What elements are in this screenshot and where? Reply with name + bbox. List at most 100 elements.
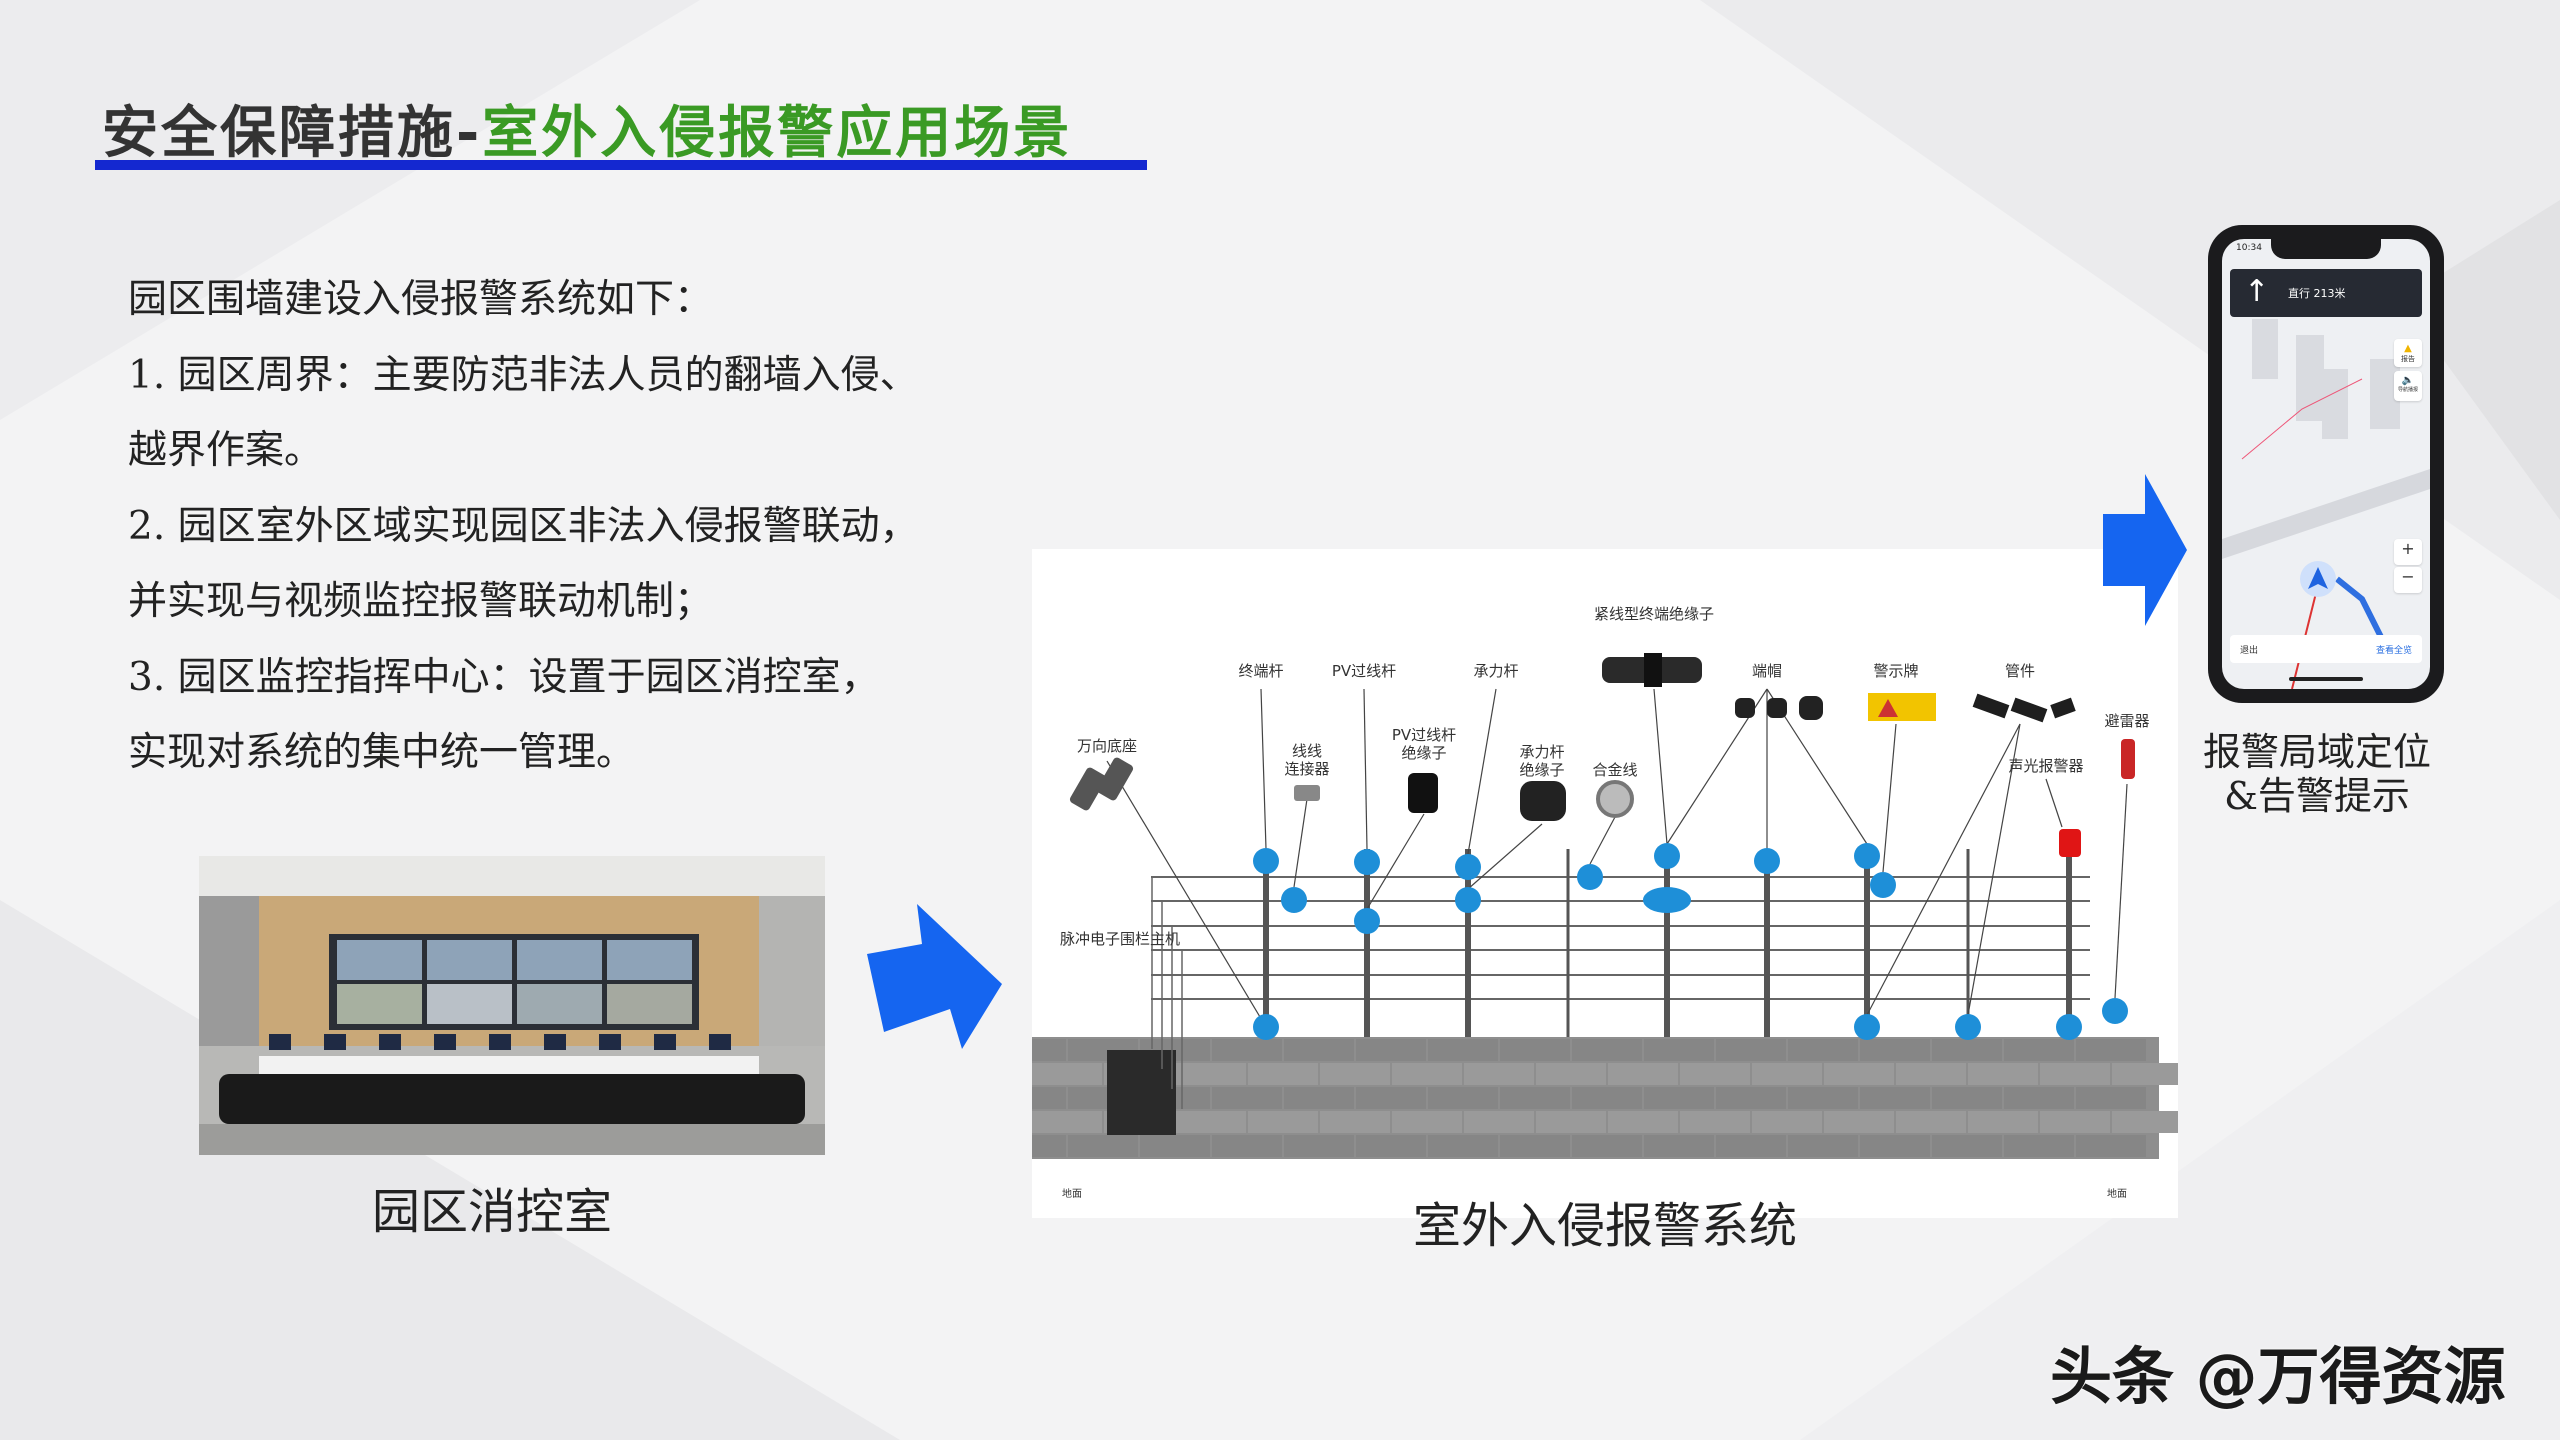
navigation-banner: ↑ 直行 213米	[2230, 269, 2422, 317]
label-fitting: 管件	[2005, 662, 2035, 680]
label-wire-connector: 连接器	[1284, 760, 1329, 778]
wall-brick	[1788, 1135, 1858, 1157]
phone-mockup: 10:34 ↑ 直行 213米 ▲报告 🔈导航播报 + − 退出 查看全览	[2208, 225, 2444, 703]
label-bearing-pole: 承力杆	[1473, 662, 1518, 680]
label-host: 脉冲电子围栏主机	[1060, 930, 1180, 948]
label-wire-connector: 线线	[1292, 742, 1322, 760]
status-time: 10:34	[2236, 243, 2262, 253]
highlight-node	[2056, 1014, 2082, 1040]
label-terminal-pole: 终端杆	[1238, 662, 1283, 680]
wall-brick	[1464, 1111, 1534, 1133]
label-lightning-arrester: 避雷器	[2104, 712, 2149, 730]
wall-brick	[1824, 1111, 1894, 1133]
highlight-node	[1870, 872, 1896, 898]
label-bearing-insulator: 绝缘子	[1519, 761, 1564, 779]
sound-button[interactable]: 🔈导航播报	[2394, 371, 2422, 401]
wall-brick	[1572, 1039, 1642, 1061]
label-tension-insulator: 紧线型终端绝缘子	[1594, 605, 1714, 623]
wall-brick	[1860, 1135, 1930, 1157]
label-ground-right: 地面	[2107, 1187, 2127, 1200]
leader-line	[1866, 723, 2021, 1016]
wall-brick	[2040, 1111, 2110, 1133]
phone-notch	[2271, 239, 2381, 259]
wall-brick	[1860, 1087, 1930, 1109]
wall-brick	[2004, 1135, 2074, 1157]
wall-brick	[1284, 1087, 1354, 1109]
wall-brick	[1644, 1039, 1714, 1061]
wall-brick	[1176, 1111, 1246, 1133]
highlight-node	[1253, 1014, 1279, 1040]
wall-brick	[1896, 1063, 1966, 1085]
intrusion-alarm-diagram: 紧线型终端绝缘子 终端杆 PV过线杆 承力杆 端帽 警示牌 管件 避雷器 万向底…	[996, 549, 2182, 1218]
leader-line	[1106, 760, 1267, 1028]
wall-brick	[1212, 1087, 1282, 1109]
zoom-out-button[interactable]: −	[2394, 567, 2422, 593]
leader-line	[1363, 688, 1368, 850]
body-line: 并实现与视频监控报警联动机制；	[128, 579, 714, 624]
wall-brick	[1788, 1039, 1858, 1061]
component-images	[1069, 653, 2135, 857]
wall-brick	[1428, 1135, 1498, 1157]
phone-caption: 报警局域定位 &告警提示	[2202, 730, 2432, 818]
wall-brick	[996, 1039, 1066, 1061]
exit-button[interactable]: 退出	[2240, 646, 2259, 656]
label-universal-base: 万向底座	[1077, 737, 1137, 755]
wall-brick	[1752, 1063, 1822, 1085]
wall-brick	[1140, 1135, 1210, 1157]
wall-brick	[1032, 1111, 1102, 1133]
body-line: 园区围墙建设入侵报警系统如下：	[128, 277, 714, 322]
wall-brick	[1968, 1111, 2038, 1133]
label-ground-left: 地面	[1062, 1187, 1082, 1200]
highlight-node	[1577, 864, 1603, 890]
wall-brick	[1356, 1135, 1426, 1157]
wall-brick	[2076, 1135, 2146, 1157]
arrow-up-icon: ↑	[2244, 274, 2270, 309]
wall-brick	[1176, 1063, 1246, 1085]
bottom-bar: 退出 查看全览	[2230, 635, 2422, 663]
body-line: 3. 园区监控指挥中心：设置于园区消控室，	[128, 654, 880, 700]
label-pv-insulator: 绝缘子	[1401, 744, 1446, 762]
report-button[interactable]: ▲报告	[2394, 339, 2422, 367]
leader-line	[1467, 823, 1543, 890]
wall-brick	[1608, 1063, 1678, 1085]
diagram-caption: 室外入侵报警系统	[1412, 1198, 1798, 1254]
wall-brick	[996, 1135, 1066, 1157]
leader-line	[2114, 783, 2128, 999]
title-underline	[95, 160, 1147, 170]
wall-brick	[1572, 1135, 1642, 1157]
wall-brick	[1788, 1087, 1858, 1109]
highlight-node	[1654, 843, 1680, 869]
overview-button[interactable]: 查看全览	[2375, 646, 2412, 656]
wall-brick	[1932, 1135, 2002, 1157]
wall-brick	[1500, 1087, 1570, 1109]
wall-brick	[1716, 1039, 1786, 1061]
leader-line	[1967, 723, 2021, 1016]
body-line: 实现对系统的集中统一管理。	[128, 730, 636, 775]
control-room-photo	[199, 856, 825, 1155]
wall-brick	[1068, 1135, 1138, 1157]
wall-brick	[1896, 1111, 1966, 1133]
leader-line	[1293, 798, 1308, 888]
highlight-node	[1854, 1014, 1880, 1040]
highlight-node	[1643, 887, 1691, 913]
control-room-caption: 园区消控室	[371, 1184, 613, 1240]
phone-screen: 10:34 ↑ 直行 213米 ▲报告 🔈导航播报 + − 退出 查看全览	[2222, 239, 2430, 689]
highlight-node	[1455, 854, 1481, 880]
wall-brick	[1680, 1063, 1750, 1085]
label-warning-sign: 警示牌	[1873, 662, 1918, 680]
label-pv-pole: PV过线杆	[1332, 662, 1396, 680]
wall-brick	[1680, 1111, 1750, 1133]
wall-brick	[1428, 1087, 1498, 1109]
home-indicator	[2289, 677, 2363, 681]
highlight-node	[1455, 887, 1481, 913]
wall-brick	[1968, 1063, 2038, 1085]
leader-line	[1467, 688, 1497, 855]
wall-brick	[2112, 1063, 2182, 1085]
wall-brick	[2040, 1063, 2110, 1085]
watermark: 头条 @万得资源	[2050, 1340, 2506, 1413]
wall-brick	[1572, 1087, 1642, 1109]
zoom-in-button[interactable]: +	[2394, 539, 2422, 565]
wall-brick	[1284, 1135, 1354, 1157]
leader-line	[1260, 688, 1267, 850]
wall-brick	[1212, 1039, 1282, 1061]
